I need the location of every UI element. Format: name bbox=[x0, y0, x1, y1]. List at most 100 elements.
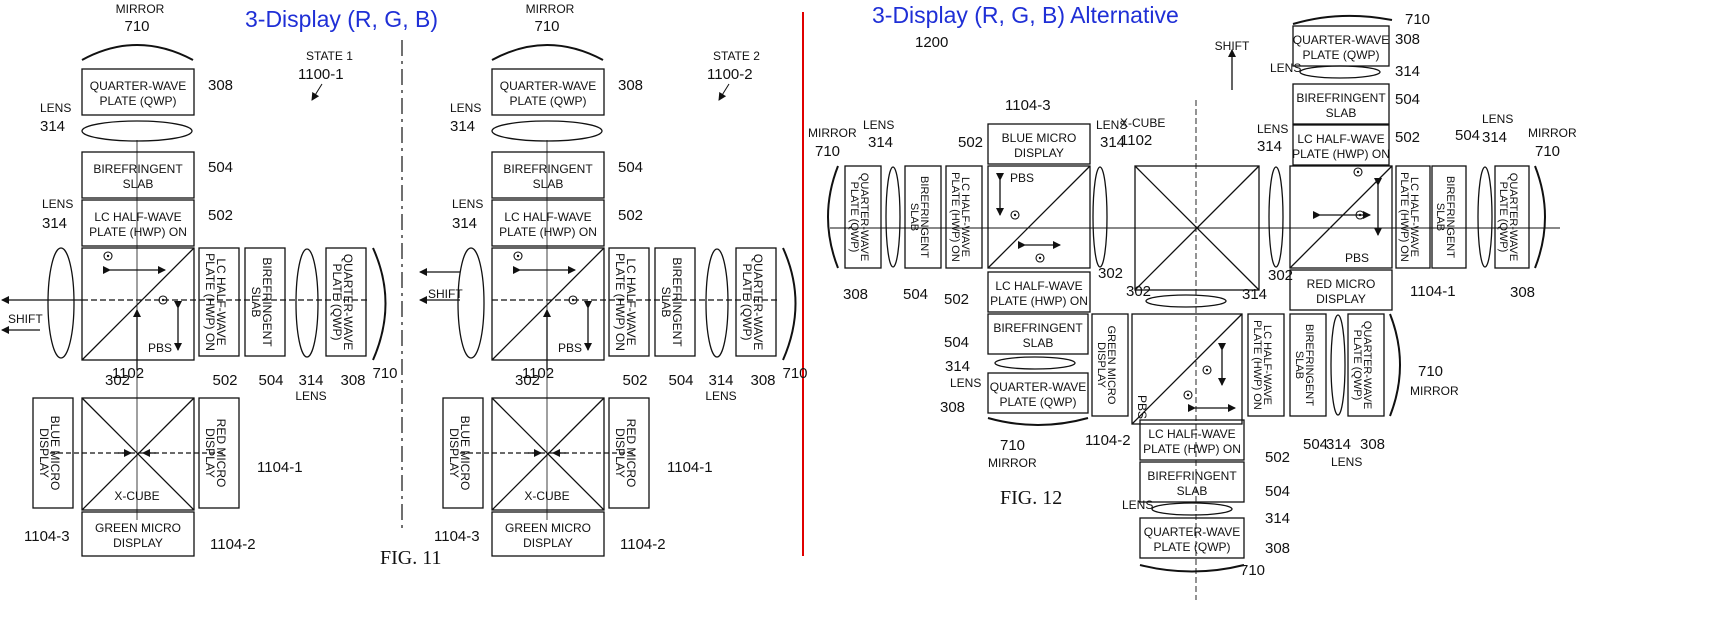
qwp-ref: 308 bbox=[208, 77, 233, 94]
left-biref-ref: 504 bbox=[903, 286, 928, 303]
side-qwp-box bbox=[735, 247, 777, 357]
blue-ref: 1104-3 bbox=[1005, 97, 1051, 114]
side-biref-box bbox=[654, 247, 696, 357]
hwp-box bbox=[81, 199, 195, 247]
lb-qwp-line2: PLATE (QWP) bbox=[999, 395, 1076, 409]
blue-display-line1: BLUE MICRO bbox=[458, 416, 472, 491]
bottom-pbs-label: PBS bbox=[1135, 395, 1149, 419]
pol-dot-2-ring bbox=[158, 295, 168, 305]
biref-line1: BIREFRINGENT bbox=[503, 162, 593, 176]
110-diag2 bbox=[491, 397, 605, 511]
pol-dot-1-ring bbox=[513, 251, 523, 261]
bottom-side-qwp-line2: PLATE (QWP) bbox=[1351, 330, 1363, 401]
bottom-side-biref-line1: BIREFRINGENT bbox=[1303, 324, 1315, 406]
green-ref: 1104-2 bbox=[1085, 432, 1131, 449]
lens-ref-left: 314 bbox=[42, 215, 67, 232]
top-biref-ref: 504 bbox=[1395, 91, 1420, 108]
cl-lens-ref: 314 bbox=[1100, 134, 1125, 151]
bs-lens-label: LENS bbox=[1331, 455, 1362, 469]
bs-mirror-ref: 710 bbox=[1418, 363, 1443, 380]
green-display-line2: DISPLAY bbox=[113, 536, 163, 550]
state2-label: STATE 2 bbox=[713, 49, 760, 63]
side-biref-line1: BIREFRINGENT bbox=[670, 257, 684, 347]
pbs-ref: 302 bbox=[105, 372, 130, 389]
bottom-hwp-line2: PLATE (HWP) ON bbox=[1143, 442, 1241, 456]
top-qwp-line1: QUARTER-WAVE bbox=[1293, 33, 1389, 47]
side-hwp-ref: 502 bbox=[212, 372, 237, 389]
top-lens-label: LENS bbox=[1270, 61, 1301, 75]
bottom-302: 302 bbox=[1126, 283, 1151, 300]
right-lens-label: LENS bbox=[1482, 112, 1513, 126]
bottom-qwp-ref: 308 bbox=[1265, 540, 1290, 557]
right-lens bbox=[1477, 166, 1493, 268]
bottom-lens bbox=[1145, 294, 1227, 308]
lens-label-left: LENS bbox=[452, 197, 483, 211]
pol-dot-1-ring bbox=[103, 251, 113, 261]
bs-lens-ref: 314 bbox=[1326, 436, 1351, 453]
lens-ref-left: 314 bbox=[452, 215, 477, 232]
top-mirror-ref: 710 bbox=[1405, 11, 1430, 28]
side-hwp-line1: LC HALF-WAVE bbox=[624, 258, 638, 345]
lens-label-top: LENS bbox=[40, 101, 71, 115]
right-lens-ref: 314 bbox=[1482, 129, 1507, 146]
side-mirror bbox=[372, 247, 387, 361]
hwp-line2: PLATE (HWP) ON bbox=[89, 225, 187, 239]
side-lens-label: LENS bbox=[705, 389, 736, 403]
blue-display-box bbox=[442, 397, 484, 509]
qwp-line1: QUARTER-WAVE bbox=[500, 79, 596, 93]
left-hwp-box bbox=[987, 271, 1091, 313]
bottom-mirror-ref: 710 bbox=[1240, 562, 1265, 579]
side-hwp-line1: LC HALF-WAVE bbox=[214, 258, 228, 345]
side-mirror-ref: 710 bbox=[372, 365, 397, 382]
bottom-hwp-ref: 502 bbox=[1265, 449, 1290, 466]
lb-mirror bbox=[987, 417, 1089, 426]
left-side-qwp-line2: PLATE (QWP) bbox=[848, 182, 860, 253]
pol-dot-2-center bbox=[161, 298, 165, 302]
top-lens bbox=[1299, 65, 1381, 79]
right-mirror-ref: 710 bbox=[1535, 143, 1560, 160]
right-title: 3-Display (R, G, B) Alternative bbox=[872, 2, 1179, 28]
top-hwp-box bbox=[1292, 124, 1390, 166]
blue-ref: 1104-3 bbox=[24, 528, 70, 545]
xcube-label: X-CUBE bbox=[114, 489, 159, 503]
red-display-box bbox=[608, 397, 650, 509]
side-qwp-line1: QUARTER-WAVE bbox=[751, 254, 765, 350]
hwp-ref: 502 bbox=[208, 207, 233, 224]
pbs-ref: 302 bbox=[515, 372, 540, 389]
biref-box bbox=[81, 151, 195, 199]
hwp-box bbox=[491, 199, 605, 247]
top-biref-line2: SLAB bbox=[1326, 106, 1357, 120]
110-box bbox=[81, 397, 195, 511]
blue-display-line1: BLUE MICRO bbox=[48, 416, 62, 491]
red-display-box bbox=[1289, 269, 1393, 311]
top-biref-line1: BIREFRINGENT bbox=[1296, 91, 1386, 105]
left-side-hwp-ref: 502 bbox=[958, 134, 983, 151]
shift-label-top: SHIFT bbox=[1215, 39, 1250, 53]
cr-lens-label: LENS bbox=[1257, 122, 1288, 136]
top-qwp-line2: PLATE (QWP) bbox=[1302, 48, 1379, 62]
top-lens bbox=[81, 120, 193, 142]
green-display-box bbox=[491, 511, 605, 557]
red-display-line1: RED MICRO bbox=[214, 419, 228, 488]
lb-qwp-box bbox=[987, 372, 1089, 414]
lens-ref-top: 314 bbox=[40, 118, 65, 135]
pbs-label: PBS bbox=[148, 341, 172, 355]
side-hwp-line2: PLATE (HWP) ON bbox=[613, 253, 627, 351]
right-dot-1-center bbox=[1356, 170, 1360, 174]
bottom-side-qwp-box bbox=[1347, 313, 1385, 417]
right-pbs-label: PBS bbox=[1345, 251, 1369, 265]
left-pbs-label: PBS bbox=[1010, 171, 1034, 185]
right-biref-ref: 504 bbox=[1455, 127, 1480, 144]
red-display-line2: DISPLAY bbox=[613, 428, 627, 478]
mirror-ref: 710 bbox=[124, 18, 149, 35]
top-mirror bbox=[1292, 14, 1393, 25]
side-biref-line2: SLAB bbox=[249, 287, 263, 318]
state2-leader bbox=[718, 83, 730, 101]
102-box bbox=[987, 165, 1091, 269]
bottom-side-qwp-line1: QUARTER-WAVE bbox=[1361, 321, 1373, 409]
mirror-label: MIRROR bbox=[116, 2, 165, 16]
red-display-line1: RED MICRO bbox=[624, 419, 638, 488]
102-box bbox=[1289, 165, 1393, 269]
bot-dot-2-center bbox=[1186, 393, 1190, 397]
left-mirror-label: MIRROR bbox=[808, 126, 857, 140]
